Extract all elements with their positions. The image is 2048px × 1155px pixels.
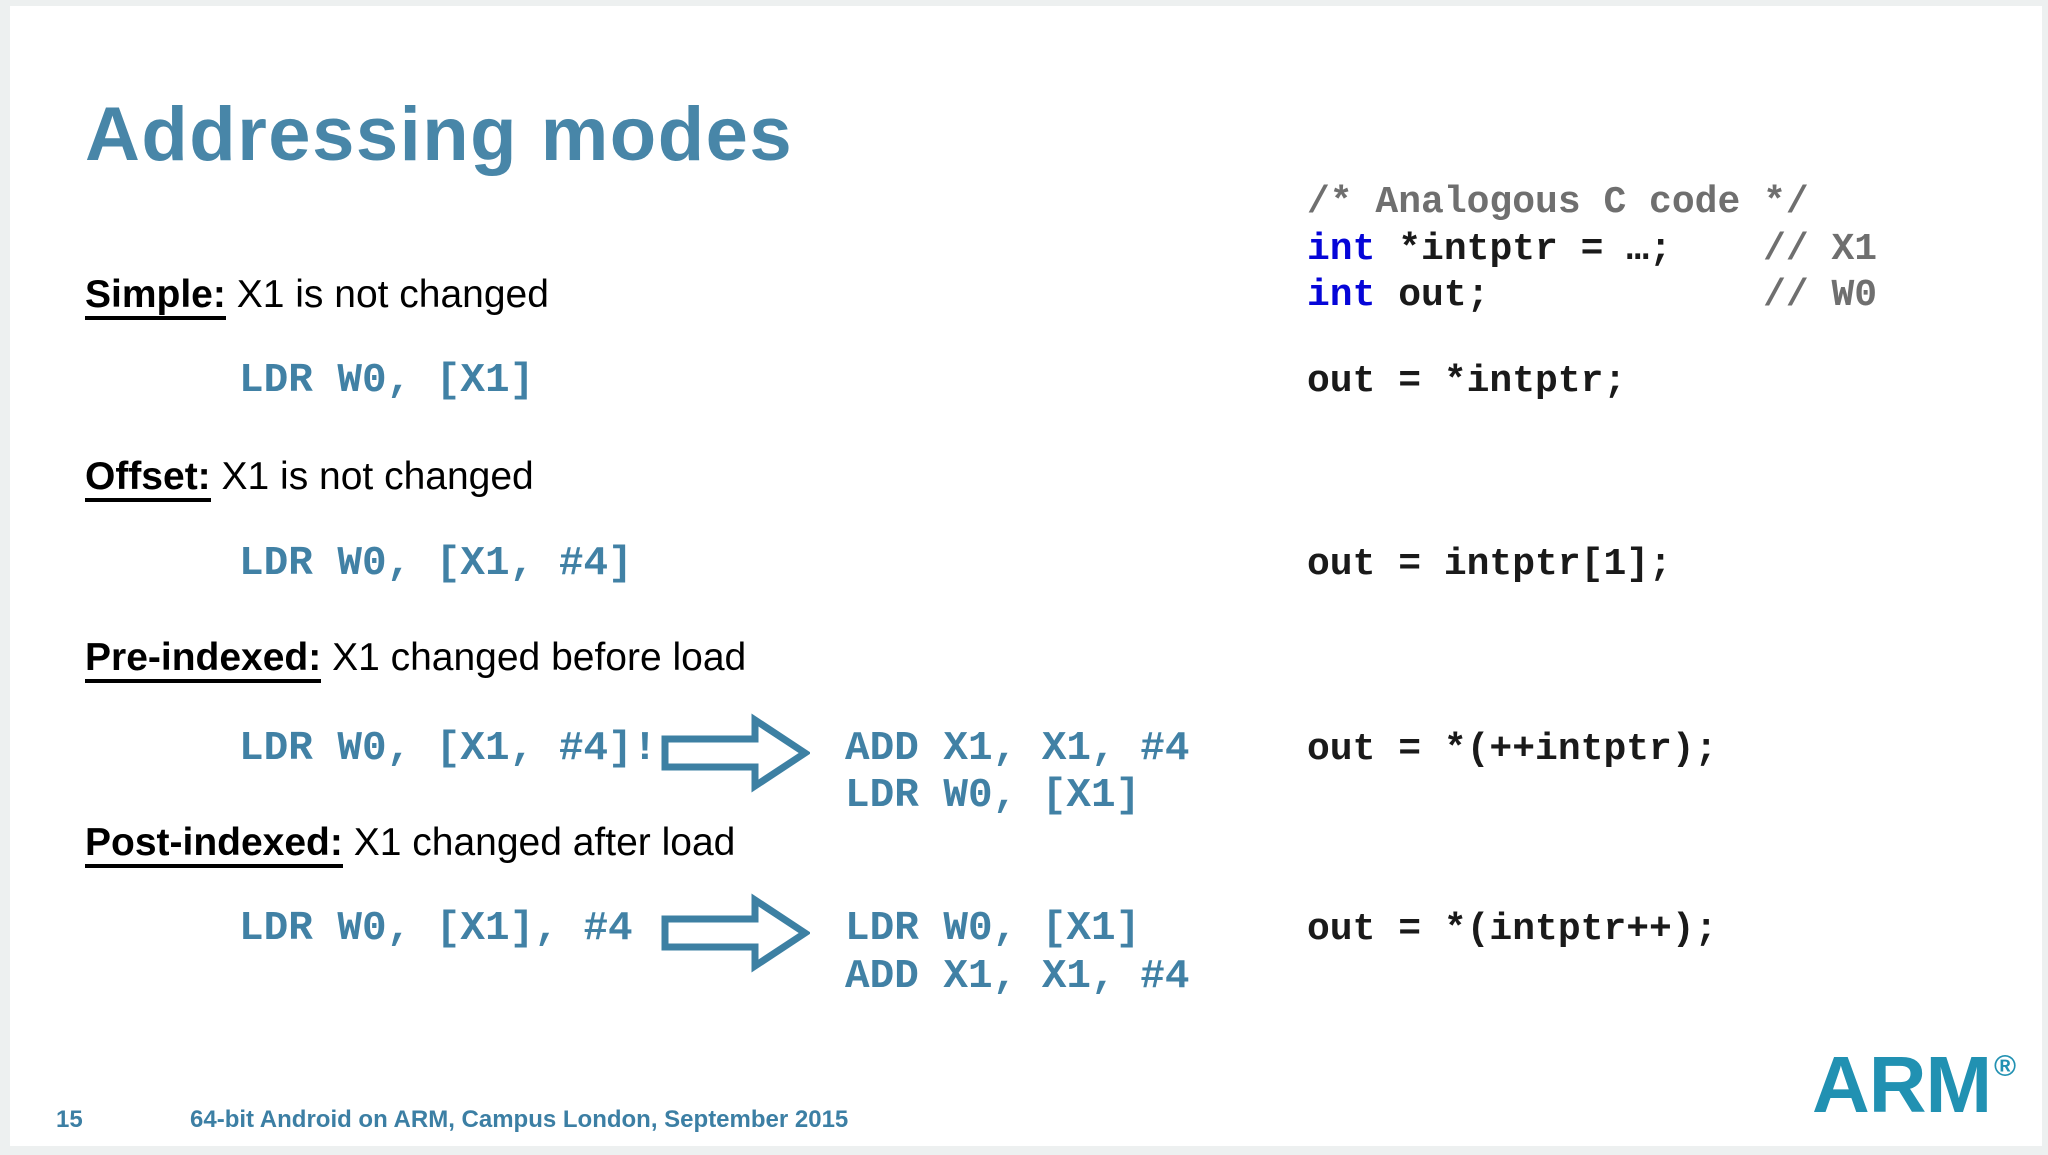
section-post-indexed-heading: Post-indexed: X1 changed after load <box>85 821 735 868</box>
slide-title: Addressing modes <box>85 91 794 177</box>
footer-presentation-title: 64-bit Android on ARM, Campus London, Se… <box>190 1106 849 1133</box>
c-code-comment: /* Analogous C code */ <box>1307 181 1809 224</box>
c-statement-offset: out = intptr[1]; <box>1307 543 1672 586</box>
asm-post-indexed-expansion-line1: LDR W0, [X1] <box>845 906 1141 952</box>
c-code-text: *intptr = …; <box>1375 228 1764 271</box>
expansion-arrow-icon <box>661 893 810 973</box>
asm-post-indexed-expansion-line2: ADD X1, X1, #4 <box>845 954 1190 1000</box>
asm-pre-indexed-instruction: LDR W0, [X1, #4]! <box>239 726 658 772</box>
c-statement-post-indexed: out = *(intptr++); <box>1307 908 1718 951</box>
section-pre-indexed-label: Pre-indexed: <box>85 637 322 683</box>
registered-trademark-icon: ® <box>1994 1050 2017 1083</box>
c-keyword-int: int <box>1307 228 1376 271</box>
slide-background <box>10 6 2042 1146</box>
section-simple-desc: X1 is not changed <box>225 273 549 316</box>
asm-pre-indexed-expansion-line2: LDR W0, [X1] <box>845 773 1141 819</box>
arm-logo: ARM <box>1812 1040 1992 1129</box>
section-offset-desc: X1 is not changed <box>210 455 534 498</box>
asm-pre-indexed-expansion-line1: ADD X1, X1, #4 <box>845 726 1190 772</box>
section-post-indexed-label: Post-indexed: <box>85 822 343 868</box>
c-statement-pre-indexed: out = *(++intptr); <box>1307 728 1718 771</box>
c-code-text: out; <box>1375 274 1764 317</box>
c-statement-simple: out = *intptr; <box>1307 360 1627 403</box>
section-simple-heading: Simple: X1 is not changed <box>85 273 549 320</box>
asm-post-indexed-instruction: LDR W0, [X1], #4 <box>239 906 633 952</box>
asm-offset-instruction: LDR W0, [X1, #4] <box>239 541 633 587</box>
section-offset-heading: Offset: X1 is not changed <box>85 455 534 502</box>
expansion-arrow-icon <box>661 713 810 793</box>
section-pre-indexed-desc: X1 changed before load <box>321 636 747 679</box>
c-register-comment: // X1 <box>1763 228 1878 271</box>
c-declaration-out: int out; // W0 <box>1307 277 1877 315</box>
section-offset-label: Offset: <box>85 456 211 502</box>
c-register-comment: // W0 <box>1763 274 1878 317</box>
c-declaration-intptr: int *intptr = …; // X1 <box>1307 231 1877 269</box>
c-keyword-int: int <box>1307 274 1376 317</box>
section-pre-indexed-heading: Pre-indexed: X1 changed before load <box>85 636 746 683</box>
section-post-indexed-desc: X1 changed after load <box>342 821 736 864</box>
page-number: 15 <box>56 1106 83 1133</box>
section-simple-label: Simple: <box>85 274 226 320</box>
asm-simple-instruction: LDR W0, [X1] <box>239 358 535 404</box>
